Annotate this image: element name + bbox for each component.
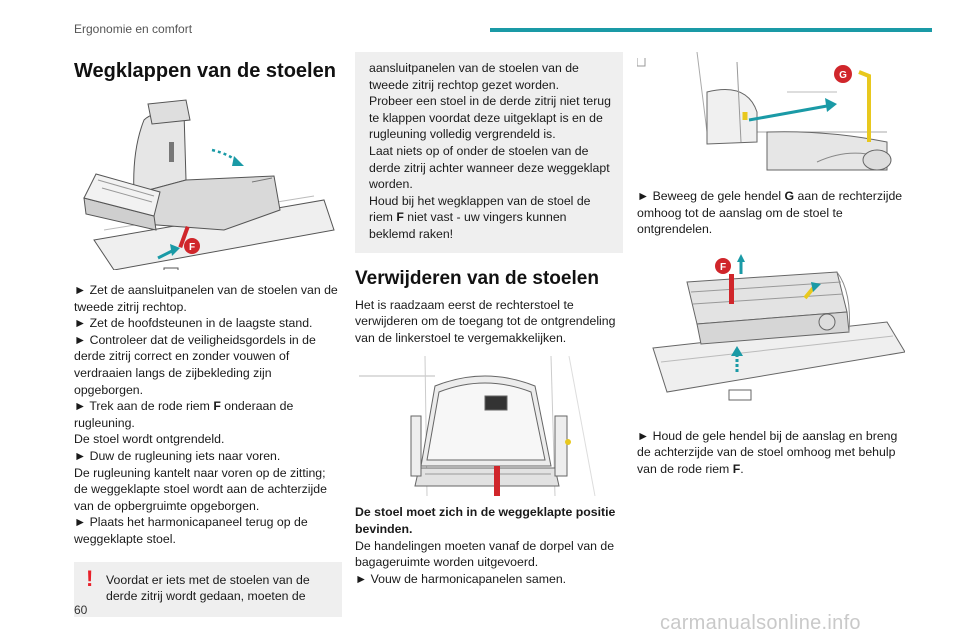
text-folded-position: De stoel moet zich in de weggeklapte pos…	[355, 505, 616, 536]
warning-cont-1: aansluitpanelen van de stoelen van de tw…	[369, 61, 579, 92]
callout-g: G	[839, 70, 847, 81]
step-hold-lever-lift: ► Houd de gele hendel bij de aanslag en …	[637, 428, 898, 476]
step-move-lever-g: ► Beweeg de gele hendel G aan de rechter…	[637, 189, 903, 237]
header-accent-bar	[490, 28, 932, 32]
callout-f: F	[189, 242, 195, 253]
section-heading-folding: Wegklappen van de stoelen	[74, 60, 336, 82]
step-headrests-low: ► Zet de hoofdsteunen in de laagste stan…	[74, 316, 313, 331]
section-heading-removing: Verwijderen van de stoelen	[355, 267, 599, 289]
warning-icon: !	[86, 565, 94, 591]
text-from-doorstep: De handelingen moeten vanaf de dorpel va…	[355, 538, 615, 570]
seat-lifting-illustration: F	[652, 253, 905, 401]
warning-cont-2: Probeer een stoel in de derde zitrij nie…	[369, 94, 611, 142]
page-number: 60	[74, 603, 88, 617]
section-title: Ergonomie en comfort	[74, 22, 193, 36]
text-remove-intro: Het is raadzaam eerst de rechterstoel te…	[355, 297, 616, 345]
step-panels-upright: ► Zet de aansluitpanelen van de stoelen …	[74, 283, 338, 314]
seat-folding-illustration: F	[83, 99, 335, 270]
callout-f-2: F	[720, 262, 726, 273]
text-seat-unlocked: De stoel wordt ontgrendeld.	[74, 432, 225, 447]
column-1: Wegklappen van de stoelen F ► Zet de aan…	[74, 52, 342, 617]
folded-seat-top-illustration	[359, 356, 596, 497]
warning-box-continued: aansluitpanelen van de stoelen van de tw…	[355, 52, 623, 253]
warning-box: ! Voordat er iets met de stoelen van de …	[74, 561, 342, 617]
column-3: G ► Beweeg de gele hendel G aan de recht…	[637, 52, 905, 478]
step-pull-strap: ► Trek aan de rode riem F onderaan de ru…	[74, 399, 294, 430]
warning-cont-4: Houd bij het wegklappen van de stoel de …	[369, 193, 591, 241]
warning-cont-3: Laat niets op of onder de stoelen van de…	[369, 143, 610, 192]
lever-g-illustration: G	[637, 52, 892, 171]
text-backrest-tilts: De rugleuning kantelt naar voren op de z…	[74, 465, 327, 513]
watermark: carmanualsonline.info	[660, 612, 861, 634]
warning-text: Voordat er iets met de stoelen van de de…	[106, 572, 310, 604]
step-check-belts: ► Controleer dat de veiligheidsgordels i…	[74, 332, 316, 397]
step-replace-panel: ► Plaats het harmonicapaneel terug op de…	[74, 515, 308, 546]
step-push-backrest: ► Duw de rugleuning iets naar voren.	[74, 448, 281, 463]
step-fold-panels: ► Vouw de harmonicapanelen samen.	[355, 571, 567, 586]
column-2: aansluitpanelen van de stoelen van de tw…	[355, 52, 623, 587]
